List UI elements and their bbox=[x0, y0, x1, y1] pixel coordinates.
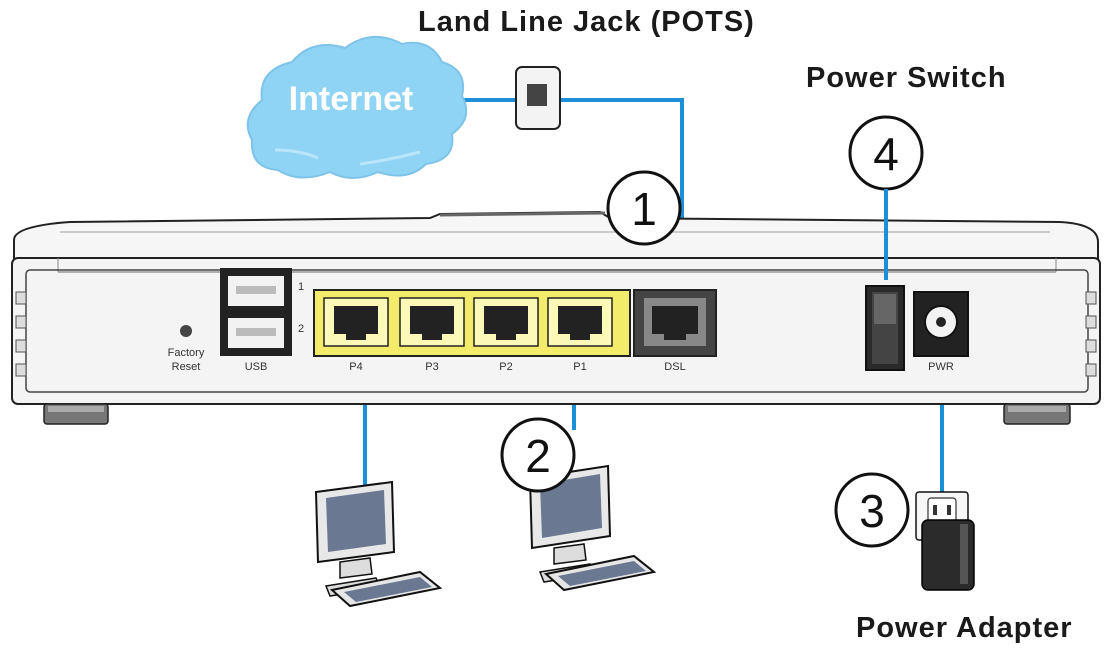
pwr-label: PWR bbox=[928, 361, 954, 373]
factory-reset-button[interactable]: Factory Reset bbox=[168, 325, 205, 373]
dsl-label: DSL bbox=[664, 361, 685, 373]
p3-label: P3 bbox=[425, 361, 438, 373]
step-2-marker: 2 bbox=[500, 417, 576, 493]
pwr-jack[interactable]: PWR bbox=[913, 291, 969, 373]
step-1-number: 1 bbox=[631, 183, 657, 235]
power-switch[interactable] bbox=[865, 285, 905, 371]
lan-port-p2[interactable] bbox=[473, 297, 539, 347]
usb-ports: 1 2 USB bbox=[220, 268, 304, 373]
lan-port-p4[interactable] bbox=[323, 297, 389, 347]
usb-1-label: 1 bbox=[298, 281, 304, 293]
internet-cloud: Internet bbox=[246, 35, 468, 179]
step-1-marker: 1 bbox=[606, 170, 682, 246]
usb-label: USB bbox=[245, 361, 268, 373]
internet-label: Internet bbox=[289, 80, 414, 118]
p1-label: P1 bbox=[573, 361, 586, 373]
computer-left bbox=[314, 480, 443, 608]
land-line-jack-label: Land Line Jack (POTS) bbox=[418, 6, 755, 38]
power-adapter bbox=[915, 491, 975, 591]
dsl-port[interactable]: DSL bbox=[633, 289, 717, 373]
usb-2-label: 2 bbox=[298, 323, 304, 335]
lan-ports: P4 P3 P2 P1 bbox=[313, 289, 631, 373]
step-4-number: 4 bbox=[873, 128, 899, 180]
p2-label: P2 bbox=[499, 361, 512, 373]
lan-port-p3[interactable] bbox=[399, 297, 465, 347]
factory-reset-label-line2: Reset bbox=[172, 361, 201, 373]
p4-label: P4 bbox=[349, 361, 362, 373]
power-adapter-label: Power Adapter bbox=[856, 612, 1073, 644]
step-3-number: 3 bbox=[859, 485, 885, 537]
power-switch-label: Power Switch bbox=[806, 62, 1007, 94]
step-4-marker: 4 bbox=[848, 115, 924, 191]
step-2-number: 2 bbox=[525, 430, 551, 482]
land-line-jack bbox=[515, 66, 561, 130]
lan-port-p1[interactable] bbox=[547, 297, 613, 347]
factory-reset-label-line1: Factory bbox=[168, 347, 205, 359]
step-3-marker: 3 bbox=[834, 472, 910, 548]
